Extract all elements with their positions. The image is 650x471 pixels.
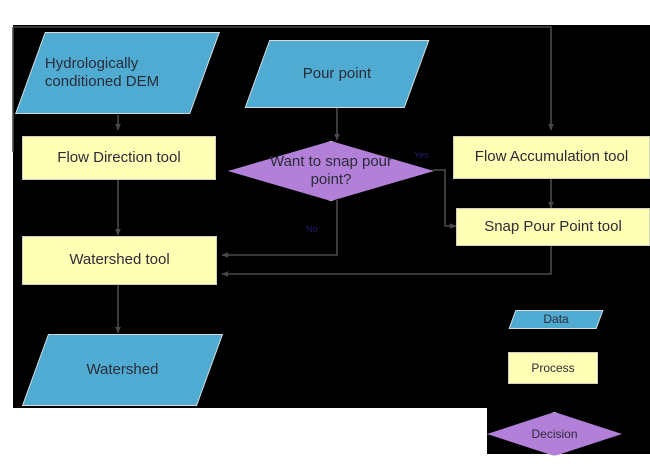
node-label: Snap Pour Point tool <box>484 217 622 235</box>
node-label: Pour point <box>302 64 372 82</box>
node-snap-pour-point-tool[interactable]: Snap Pour Point tool <box>456 208 650 246</box>
edge-label-yes: Yes <box>414 150 429 160</box>
legend-label-decision: Decision <box>531 426 578 441</box>
node-label: Watershed tool <box>69 251 170 269</box>
legend-item-process: Process <box>508 352 598 384</box>
node-decision-want-to-snap-pour-point[interactable]: Want to snap pour point? <box>228 141 434 201</box>
edge-label-no: No <box>306 224 318 234</box>
node-watershed-output[interactable]: Watershed <box>21 334 224 406</box>
legend-item-decision: Decision <box>487 412 622 456</box>
node-hydrologically-conditioned-dem[interactable]: Hydrologically conditioned DEM <box>15 32 220 114</box>
node-label: Flow Accumulation tool <box>474 148 629 166</box>
node-label: Want to snap pour point? <box>269 153 392 188</box>
legend-label-data: Data <box>543 312 569 327</box>
node-flow-accumulation-tool[interactable]: Flow Accumulation tool <box>453 136 650 179</box>
node-pour-point[interactable]: Pour point <box>244 40 430 108</box>
node-watershed-tool[interactable]: Watershed tool <box>22 236 217 285</box>
legend-label-process: Process <box>531 360 575 375</box>
node-label: Flow Direction tool <box>57 148 181 166</box>
node-label: Hydrologically conditioned DEM <box>45 54 160 90</box>
node-label: Watershed <box>86 360 159 378</box>
node-flow-direction-tool[interactable]: Flow Direction tool <box>22 136 216 180</box>
legend-item-data: Data <box>508 310 604 329</box>
